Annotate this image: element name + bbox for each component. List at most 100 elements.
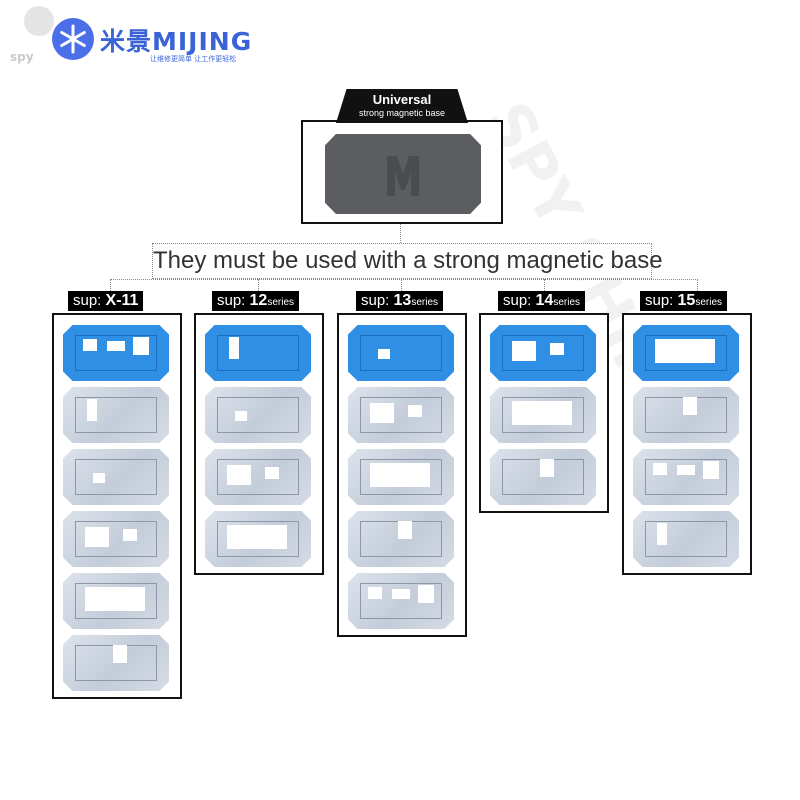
support-suffix: series bbox=[411, 297, 439, 308]
plate-cutout bbox=[113, 645, 127, 663]
silver-stencil-plate bbox=[348, 449, 454, 505]
support-model: X-11 bbox=[105, 292, 139, 309]
support-column-3 bbox=[337, 313, 467, 637]
blue-insulation-pad bbox=[348, 325, 454, 381]
plate-outline bbox=[75, 521, 157, 557]
plate-cutout bbox=[235, 411, 247, 421]
blue-insulation-pad bbox=[633, 325, 739, 381]
plate-cutout bbox=[703, 461, 719, 479]
plate-outline bbox=[75, 459, 157, 495]
plate-outline bbox=[217, 335, 299, 371]
silver-stencil-plate bbox=[63, 449, 169, 505]
universal-subtitle: strong magnetic base bbox=[358, 108, 446, 118]
support-suffix: series bbox=[267, 297, 295, 308]
universal-title: Universal bbox=[372, 92, 432, 107]
plate-cutout bbox=[123, 529, 137, 541]
plate-outline bbox=[502, 335, 584, 371]
snowflake-logo-icon bbox=[52, 18, 94, 60]
plate-cutout bbox=[512, 401, 572, 425]
plate-cutout bbox=[408, 405, 422, 417]
connector-line bbox=[110, 279, 698, 280]
plate-cutout bbox=[265, 467, 279, 479]
silver-stencil-plate bbox=[63, 573, 169, 629]
brand-name: 米景MIJING bbox=[100, 27, 253, 56]
silver-stencil-plate bbox=[205, 449, 311, 505]
notice-text: They must be used with a strong magnetic… bbox=[152, 243, 663, 279]
plate-outline bbox=[217, 459, 299, 495]
magnetic-base-image bbox=[325, 134, 481, 214]
plate-cutout bbox=[229, 337, 239, 359]
plate-cutout bbox=[398, 521, 412, 539]
plate-cutout bbox=[93, 473, 105, 483]
plate-cutout bbox=[370, 403, 394, 423]
support-label-3: sup: 13series bbox=[356, 291, 444, 311]
brand-logo: spy 米景MIJING 让维修更简单 让工作更轻松 bbox=[8, 6, 308, 68]
plate-outline bbox=[75, 583, 157, 619]
blue-insulation-pad bbox=[490, 325, 596, 381]
plate-outline bbox=[217, 397, 299, 433]
plate-outline bbox=[645, 335, 727, 371]
support-prefix: sup: bbox=[361, 292, 394, 309]
plate-cutout bbox=[87, 399, 97, 421]
silver-stencil-plate bbox=[205, 511, 311, 567]
plate-cutout bbox=[370, 463, 430, 487]
connector-line bbox=[697, 279, 698, 299]
silver-stencil-plate bbox=[490, 449, 596, 505]
plate-cutout bbox=[677, 465, 695, 475]
silver-stencil-plate bbox=[633, 449, 739, 505]
plate-cutout bbox=[85, 527, 109, 547]
support-suffix: series bbox=[695, 297, 723, 308]
silver-stencil-plate bbox=[633, 511, 739, 567]
plate-outline bbox=[360, 335, 442, 371]
support-prefix: sup: bbox=[73, 292, 106, 309]
support-column-4 bbox=[479, 313, 609, 513]
support-label-2: sup: 12series bbox=[212, 291, 300, 311]
support-prefix: sup: bbox=[645, 292, 678, 309]
support-column-5 bbox=[622, 313, 752, 575]
support-column-1 bbox=[52, 313, 182, 699]
silver-stencil-plate bbox=[63, 511, 169, 567]
blue-insulation-pad bbox=[205, 325, 311, 381]
universal-base-frame bbox=[301, 120, 503, 224]
support-suffix: series bbox=[553, 297, 581, 308]
plate-outline bbox=[360, 397, 442, 433]
plate-cutout bbox=[378, 349, 390, 359]
plate-cutout bbox=[85, 587, 145, 611]
support-model: 13 bbox=[393, 292, 412, 309]
plate-cutout bbox=[550, 343, 564, 355]
support-label-5: sup: 15series bbox=[640, 291, 728, 311]
support-model: 15 bbox=[677, 292, 696, 309]
plate-cutout bbox=[657, 523, 667, 545]
connector-line bbox=[401, 279, 402, 299]
plate-cutout bbox=[133, 337, 149, 355]
plate-cutout bbox=[368, 587, 382, 599]
connector-line bbox=[544, 279, 545, 299]
plate-outline bbox=[645, 521, 727, 557]
support-prefix: sup: bbox=[217, 292, 250, 309]
connector-line bbox=[258, 279, 259, 299]
watermark-ghost-icon bbox=[24, 6, 54, 36]
plate-cutout bbox=[653, 463, 667, 475]
plate-cutout bbox=[418, 585, 434, 603]
universal-base-label: Universal strong magnetic base bbox=[336, 89, 468, 123]
silver-stencil-plate bbox=[633, 387, 739, 443]
silver-stencil-plate bbox=[490, 387, 596, 443]
support-column-2 bbox=[194, 313, 324, 575]
support-model: 12 bbox=[249, 292, 268, 309]
plate-cutout bbox=[392, 589, 410, 599]
plate-cutout bbox=[683, 397, 697, 415]
plate-outline bbox=[75, 397, 157, 433]
silver-stencil-plate bbox=[63, 387, 169, 443]
watermark-site-text: spy bbox=[10, 50, 34, 64]
brand-slogan: 让维修更简单 让工作更轻松 bbox=[150, 55, 237, 63]
plate-outline bbox=[360, 583, 442, 619]
silver-stencil-plate bbox=[63, 635, 169, 691]
silver-stencil-plate bbox=[348, 511, 454, 567]
silver-stencil-plate bbox=[205, 387, 311, 443]
support-label-1: sup: X-11 bbox=[68, 291, 144, 311]
plate-cutout bbox=[227, 465, 251, 485]
plate-outline bbox=[360, 459, 442, 495]
plate-cutout bbox=[540, 459, 554, 477]
plate-cutout bbox=[107, 341, 125, 351]
plate-cutout bbox=[227, 525, 287, 549]
